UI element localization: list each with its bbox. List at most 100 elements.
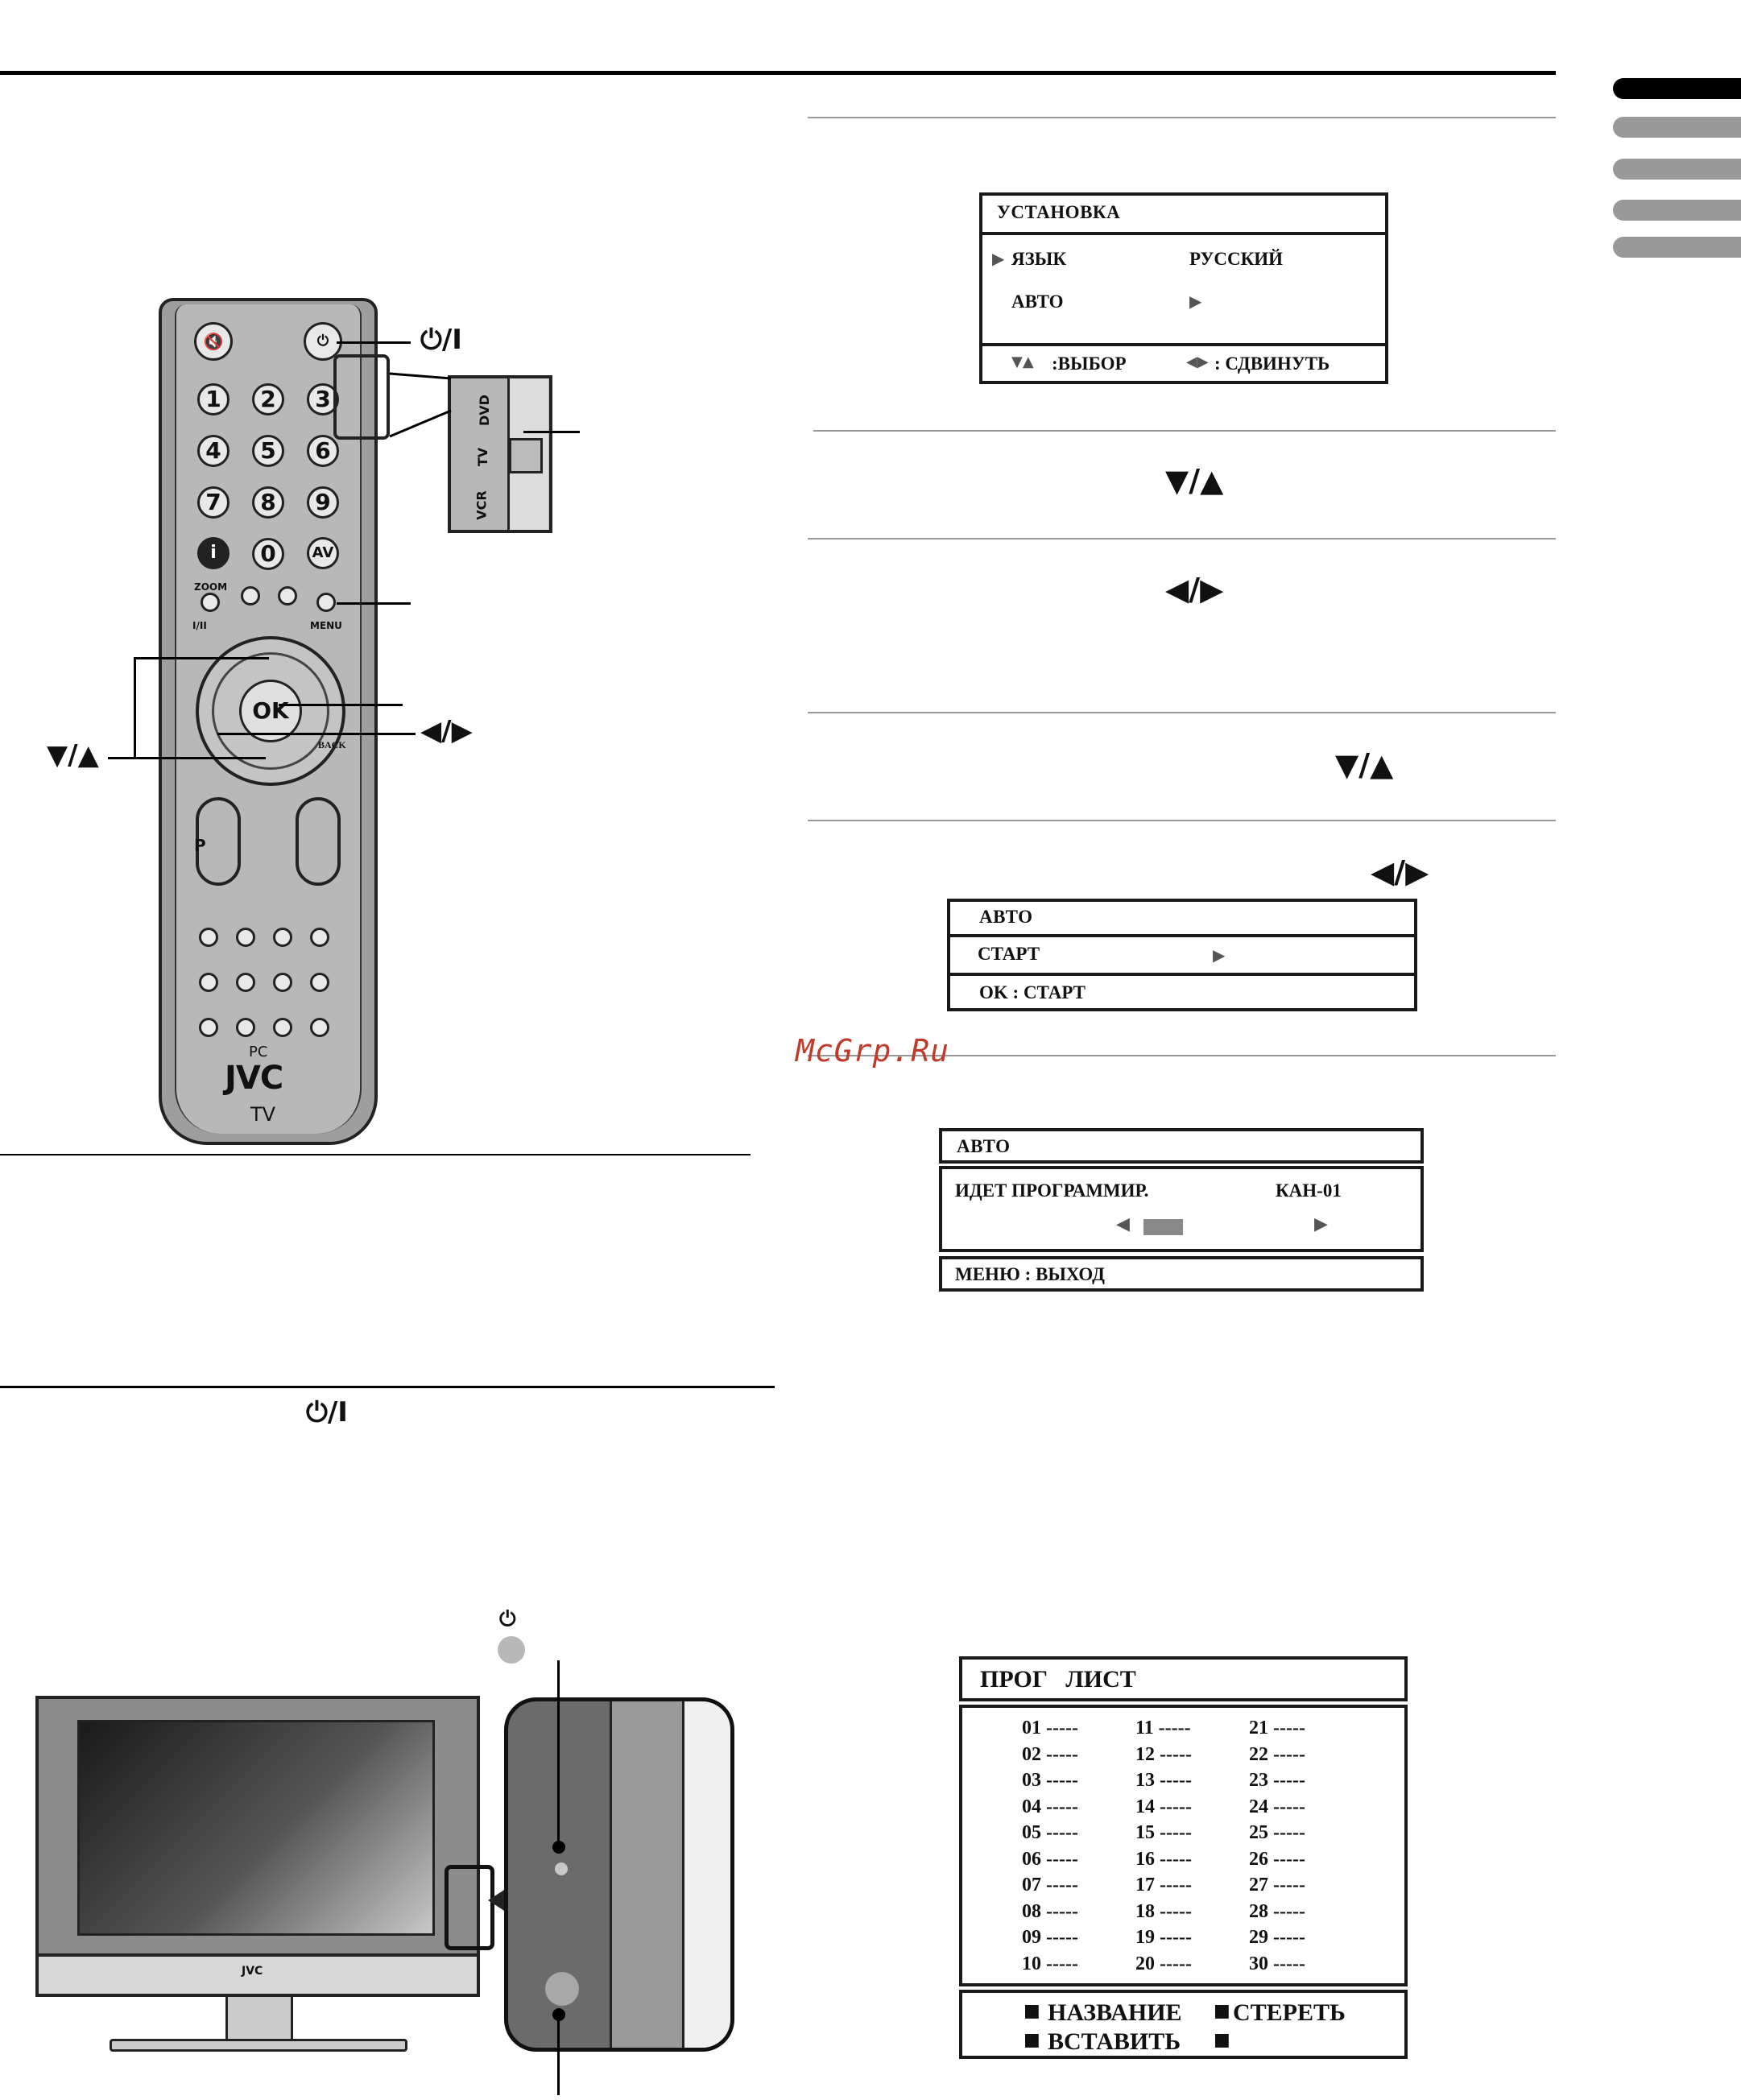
program-list-item[interactable]: 03 -----	[1022, 1770, 1078, 1791]
osd-proglist-title: ПРОГ ЛИСТ	[980, 1666, 1136, 1693]
program-list-item[interactable]: 11 -----	[1135, 1718, 1191, 1738]
number-button-8[interactable]: 8	[252, 486, 284, 519]
side-tab-5[interactable]	[1613, 237, 1741, 258]
power-button[interactable]: ⏻	[304, 322, 342, 361]
function-button[interactable]	[199, 1018, 218, 1037]
program-list-item[interactable]: 25 -----	[1249, 1822, 1305, 1843]
function-button[interactable]	[236, 928, 255, 947]
tv-stand-neck	[225, 1997, 293, 2042]
function-button[interactable]	[273, 928, 292, 947]
teletext-button[interactable]	[316, 593, 336, 612]
osd-programming-title-box: АВТО	[939, 1128, 1424, 1164]
top-rule	[0, 71, 1556, 75]
program-list-item[interactable]: 29 -----	[1249, 1927, 1305, 1948]
teletext-callout-line	[337, 602, 411, 605]
program-list-item[interactable]: 17 -----	[1135, 1875, 1192, 1895]
osd-language-label[interactable]: ЯЗЫК	[1011, 249, 1067, 269]
square-icon: ■	[1214, 2001, 1230, 2021]
info-button[interactable]: i	[197, 537, 230, 569]
function-button[interactable]	[310, 973, 329, 992]
switch-dvd-label: DVD	[476, 395, 492, 426]
program-list-item[interactable]: 24 -----	[1249, 1796, 1305, 1817]
side-tab-2[interactable]	[1613, 117, 1741, 138]
number-button-5[interactable]: 5	[252, 435, 284, 467]
function-button[interactable]	[199, 928, 218, 947]
number-button-0[interactable]: 0	[252, 538, 284, 570]
program-list-item[interactable]: 13 -----	[1135, 1770, 1192, 1791]
program-list-item[interactable]: 08 -----	[1022, 1900, 1078, 1922]
program-list-item[interactable]: 16 -----	[1135, 1848, 1192, 1870]
osd-divider	[982, 232, 1385, 235]
mute-button[interactable]: 🔇	[194, 322, 233, 361]
aspect-button[interactable]	[241, 586, 260, 606]
program-list-item[interactable]: 07 -----	[1022, 1875, 1078, 1895]
channel-rocker[interactable]	[196, 797, 241, 886]
number-button-9[interactable]: 9	[307, 486, 339, 519]
program-list-item[interactable]: 10 -----	[1022, 1953, 1078, 1974]
osd-auto-label[interactable]: АВТО	[1011, 291, 1064, 312]
program-list-item[interactable]: 12 -----	[1135, 1743, 1192, 1765]
function-button[interactable]	[273, 1018, 292, 1037]
program-list-item[interactable]: 14 -----	[1135, 1796, 1192, 1817]
number-button-7[interactable]: 7	[197, 486, 230, 519]
program-list-item[interactable]: 28 -----	[1249, 1900, 1305, 1922]
program-list-item[interactable]: 18 -----	[1135, 1900, 1192, 1922]
switch-vcr-label: VCR	[474, 490, 490, 520]
progress-fill	[1143, 1219, 1183, 1235]
function-button[interactable]	[310, 928, 329, 947]
osd-start-label[interactable]: СТАРТ	[978, 944, 1040, 964]
osd-setup-title: УСТАНОВКА	[997, 202, 1121, 222]
number-button-6[interactable]: 6	[307, 435, 339, 467]
function-button[interactable]	[236, 1018, 255, 1037]
side-tab-4[interactable]	[1613, 200, 1741, 221]
zoom-button[interactable]	[201, 593, 220, 612]
program-list-item[interactable]: 04 -----	[1022, 1796, 1078, 1817]
tv-indicator-highlight	[445, 1865, 494, 1950]
program-list-item[interactable]: 27 -----	[1249, 1875, 1305, 1895]
side-tab-active[interactable]	[1613, 78, 1741, 99]
function-button[interactable]	[273, 973, 292, 992]
volume-rocker[interactable]	[296, 797, 341, 886]
side-tab-3[interactable]	[1613, 159, 1741, 180]
sleep-button[interactable]	[278, 586, 297, 606]
function-button[interactable]	[236, 973, 255, 992]
program-list-item[interactable]: 22 -----	[1249, 1743, 1305, 1765]
switch-callout-line	[523, 431, 580, 433]
channel-label: P	[194, 836, 206, 855]
program-list-item[interactable]: 20 -----	[1135, 1953, 1192, 1974]
number-button-1[interactable]: 1	[197, 383, 230, 415]
number-button-4[interactable]: 4	[197, 435, 230, 467]
program-list-item[interactable]: 15 -----	[1135, 1822, 1192, 1843]
function-button[interactable]	[310, 1018, 329, 1037]
function-button[interactable]	[199, 973, 218, 992]
osd-footer-move: : СДВИНУТЬ	[1214, 353, 1330, 374]
av-button[interactable]: AV	[307, 537, 339, 569]
switch-zoom-knob[interactable]	[509, 438, 543, 473]
program-list-item[interactable]: 02 -----	[1022, 1743, 1078, 1765]
program-list-item[interactable]: 21 -----	[1249, 1718, 1305, 1738]
osd-delete-label[interactable]: СТЕРЕТЬ	[1233, 1999, 1346, 2026]
program-list-item[interactable]: 26 -----	[1249, 1848, 1305, 1870]
program-list-item[interactable]: 06 -----	[1022, 1848, 1078, 1870]
osd-rename-label[interactable]: НАЗВАНИЕ	[1048, 1999, 1182, 2026]
ok-button[interactable]: OK	[239, 680, 302, 742]
program-list-item[interactable]: 19 -----	[1135, 1927, 1192, 1948]
program-list-item[interactable]: 05 -----	[1022, 1822, 1078, 1843]
power-indicator-led	[555, 1862, 568, 1875]
number-button-2[interactable]: 2	[252, 383, 284, 415]
program-list-item[interactable]: 30 -----	[1249, 1953, 1305, 1974]
osd-auto-footer: OK : СТАРТ	[979, 982, 1086, 1002]
square-icon: ■	[1214, 2030, 1230, 2050]
program-list-item[interactable]: 01 -----	[1022, 1718, 1078, 1738]
program-list-item[interactable]: 09 -----	[1022, 1927, 1078, 1948]
program-list-item[interactable]: 23 -----	[1249, 1770, 1305, 1791]
square-icon: ■	[1024, 2001, 1040, 2021]
remote-control: 🔇 ⏻ i AV ZOOM I/II MENU OK BACK P PC JVC…	[159, 298, 378, 1145]
sensor-dot	[552, 2008, 565, 2021]
menu-label: MENU	[310, 620, 342, 631]
sensor-callout-line	[557, 2015, 560, 2095]
square-icon: ■	[1024, 2030, 1040, 2050]
osd-divider	[982, 343, 1385, 346]
osd-insert-label[interactable]: ВСТАВИТЬ	[1048, 2028, 1181, 2055]
back-label: BACK	[318, 739, 346, 750]
